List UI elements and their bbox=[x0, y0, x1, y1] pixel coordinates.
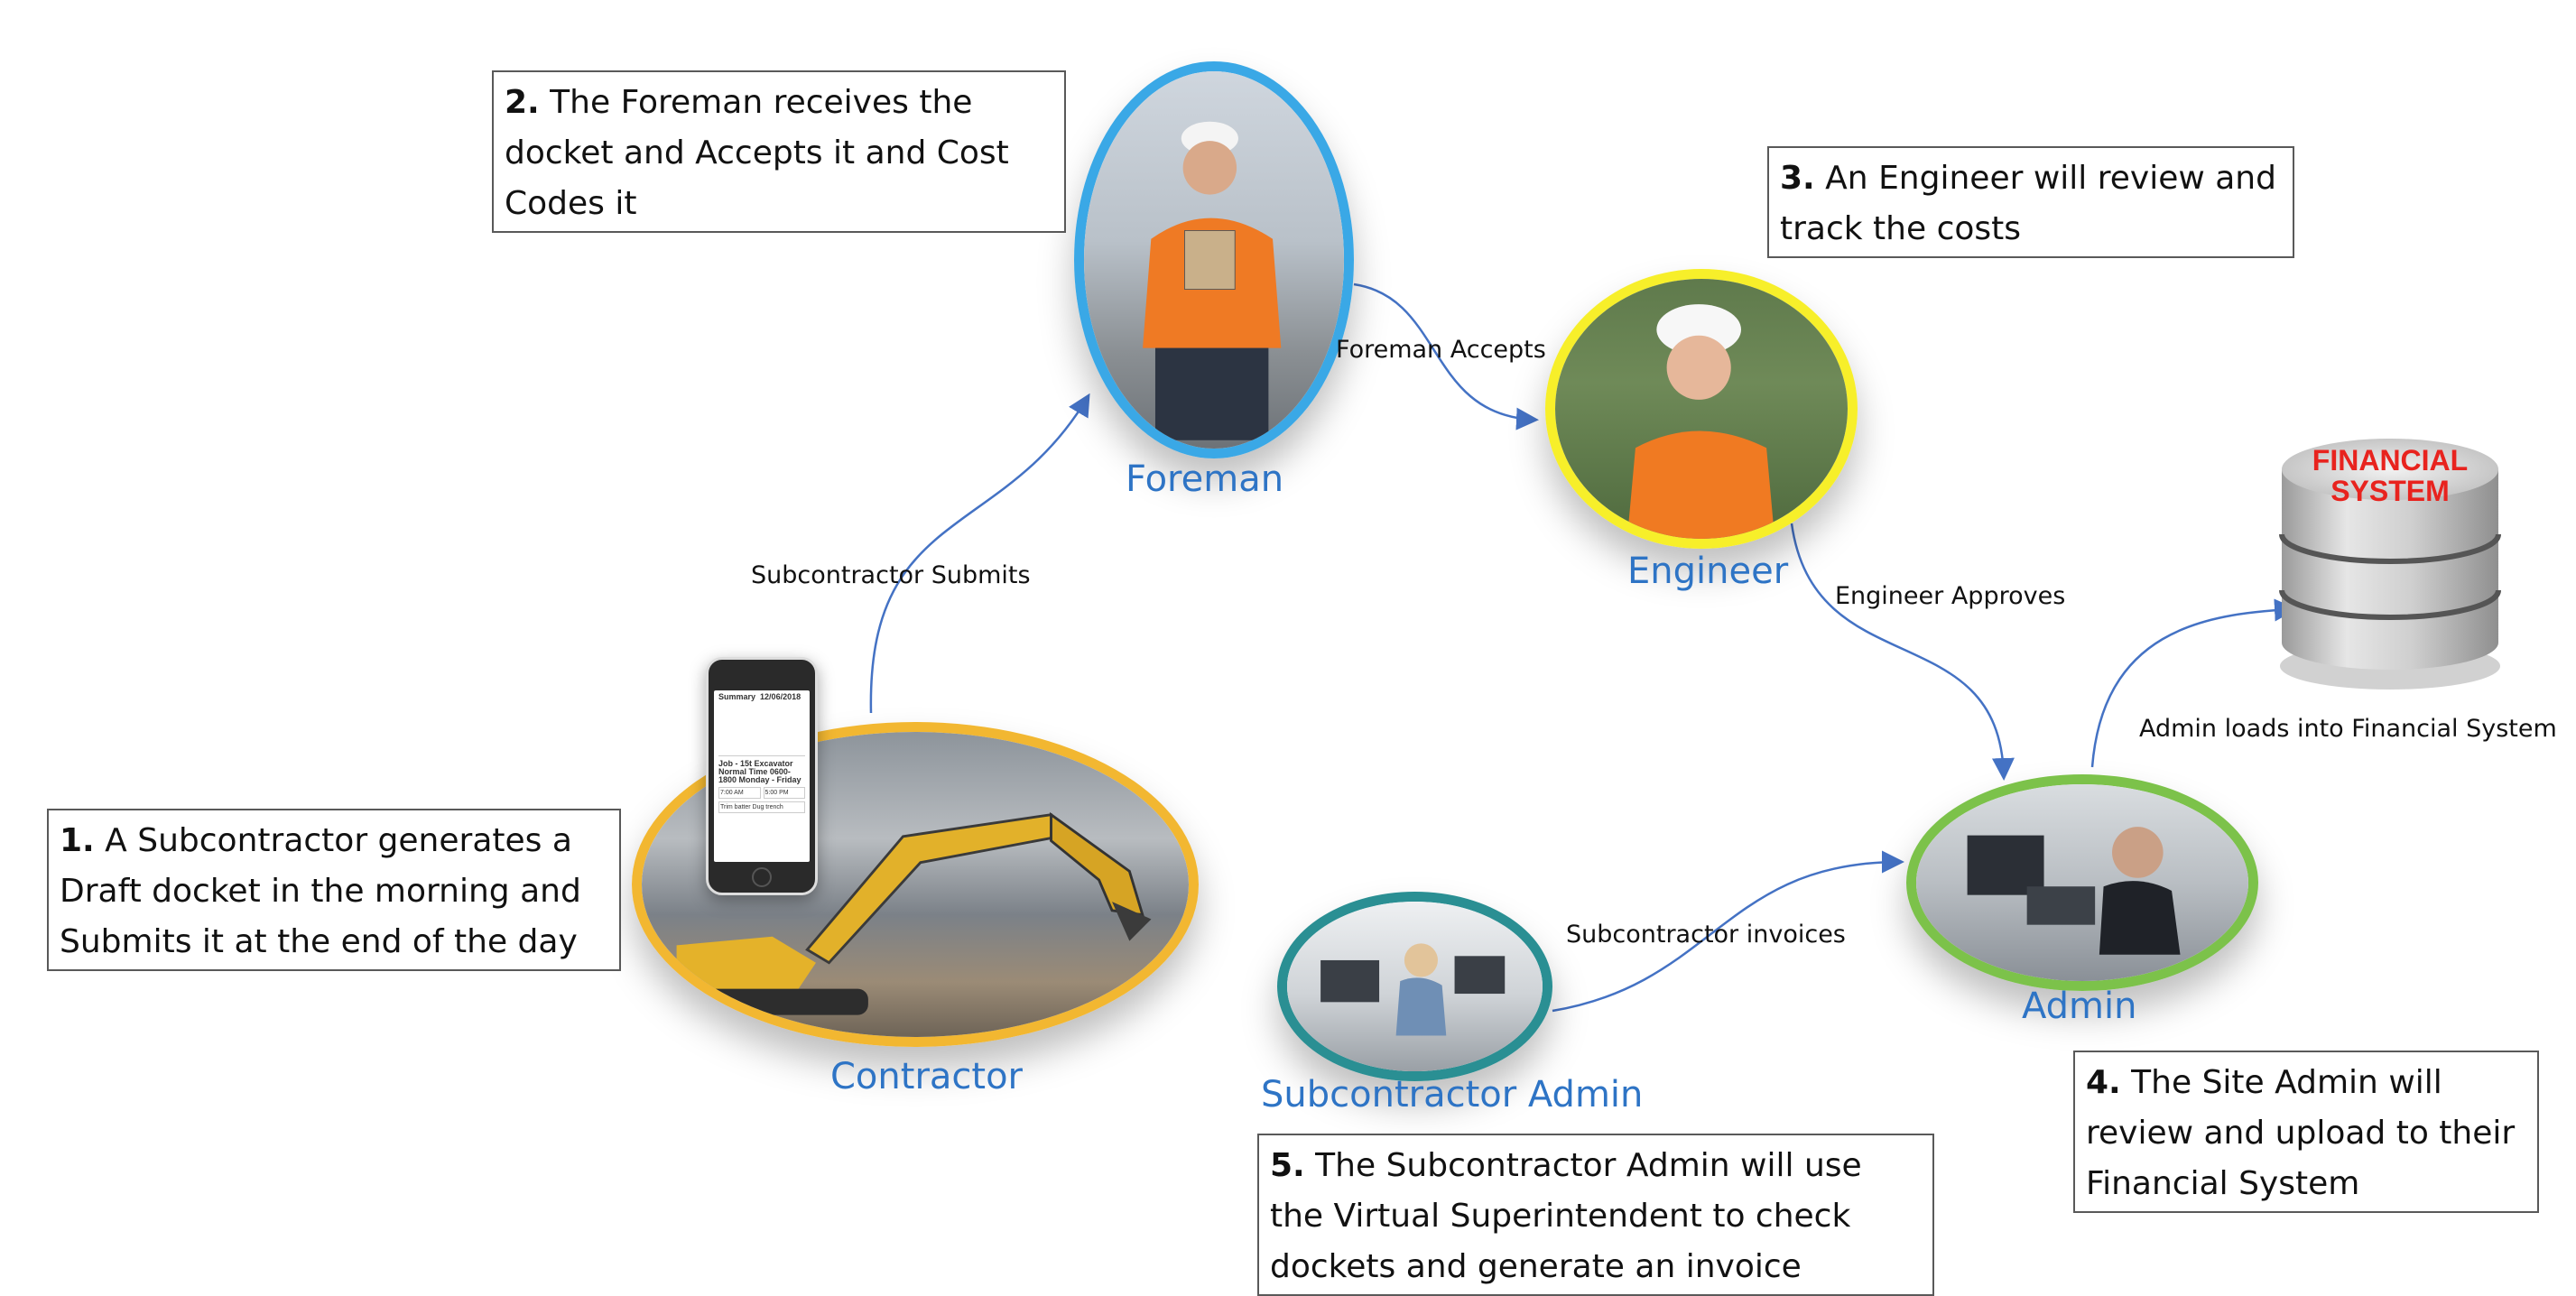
callout-step-1-text: A Subcontractor generates a Draft docket… bbox=[60, 822, 581, 960]
subcontractor-admin-office-icon bbox=[1320, 943, 1506, 1036]
engineer-node bbox=[1545, 269, 1858, 549]
edge-label-subcontractor-submits: Subcontractor Submits bbox=[751, 561, 1031, 589]
callout-step-2-number: 2. bbox=[505, 84, 540, 121]
phone-start: 7:00 AM bbox=[718, 787, 761, 799]
callout-step-3: 3. An Engineer will review and track the… bbox=[1767, 146, 2294, 258]
callout-step-2: 2. The Foreman receives the docket and A… bbox=[492, 70, 1066, 233]
database-label-line1: FINANCIAL bbox=[2312, 444, 2469, 477]
callout-step-3-text: An Engineer will review and track the co… bbox=[1780, 160, 2276, 247]
callout-step-3-number: 3. bbox=[1780, 160, 1815, 197]
phone-docket-screenshot: Summary 12/06/2018 Job - 15t Excavator N… bbox=[706, 657, 818, 895]
phone-notes: Trim batter Dug trench bbox=[718, 801, 805, 813]
phone-home-button bbox=[752, 867, 772, 887]
callout-step-4-text: The Site Admin will review and upload to… bbox=[2086, 1064, 2516, 1202]
callout-step-5: 5. The Subcontractor Admin will use the … bbox=[1257, 1134, 1934, 1296]
phone-date: 12/06/2018 bbox=[760, 692, 802, 701]
role-label-subcontractor-admin: Subcontractor Admin bbox=[1261, 1074, 1644, 1115]
edge-label-subcontractor-invoices: Subcontractor invoices bbox=[1566, 921, 1846, 949]
role-label-contractor: Contractor bbox=[830, 1056, 1023, 1097]
callout-step-5-number: 5. bbox=[1270, 1147, 1305, 1184]
callout-step-1: 1. A Subcontractor generates a Draft doc… bbox=[47, 809, 621, 971]
subcontractor-admin-node bbox=[1277, 892, 1552, 1081]
phone-screen: Summary 12/06/2018 Job - 15t Excavator N… bbox=[714, 690, 810, 862]
role-label-foreman: Foreman bbox=[1126, 458, 1284, 500]
excavator-icon bbox=[667, 811, 1152, 1015]
phone-finish: 5:00 PM bbox=[763, 787, 805, 799]
callout-step-1-number: 1. bbox=[60, 822, 95, 859]
role-label-engineer: Engineer bbox=[1627, 551, 1789, 592]
database-label-line2: SYSTEM bbox=[2330, 475, 2450, 507]
edge-label-admin-loads: Admin loads into Financial System bbox=[2139, 715, 2557, 743]
arrow-admin-to-financial bbox=[2090, 598, 2297, 768]
foreman-figure-icon bbox=[1143, 121, 1282, 440]
engineer-figure-icon bbox=[1626, 304, 1775, 539]
phone-summary-title: Summary bbox=[718, 692, 756, 701]
database-icon bbox=[2279, 439, 2501, 690]
arrow-foreman-to-engineer bbox=[1353, 282, 1539, 430]
database-label: FINANCIAL SYSTEM bbox=[2291, 445, 2489, 506]
foreman-node bbox=[1074, 61, 1354, 458]
arrow-engineer-to-admin bbox=[1790, 523, 2015, 781]
callout-step-2-text: The Foreman receives the docket and Acce… bbox=[505, 84, 1009, 222]
callout-step-5-text: The Subcontractor Admin will use the Vir… bbox=[1270, 1147, 1862, 1285]
role-label-admin: Admin bbox=[2022, 986, 2137, 1027]
arrow-contractor-to-foreman bbox=[869, 393, 1090, 714]
arrow-subadmin-to-admin bbox=[1552, 850, 1904, 1013]
callout-step-4: 4. The Site Admin will review and upload… bbox=[2073, 1051, 2539, 1213]
admin-node bbox=[1906, 774, 2258, 991]
edge-label-foreman-accepts: Foreman Accepts bbox=[1336, 336, 1546, 364]
phone-job-title: Job - 15t Excavator Normal Time 0600-180… bbox=[718, 759, 802, 784]
callout-step-4-number: 4. bbox=[2086, 1064, 2121, 1101]
edge-label-engineer-approves: Engineer Approves bbox=[1835, 582, 2066, 610]
admin-desk-icon bbox=[1967, 827, 2181, 955]
